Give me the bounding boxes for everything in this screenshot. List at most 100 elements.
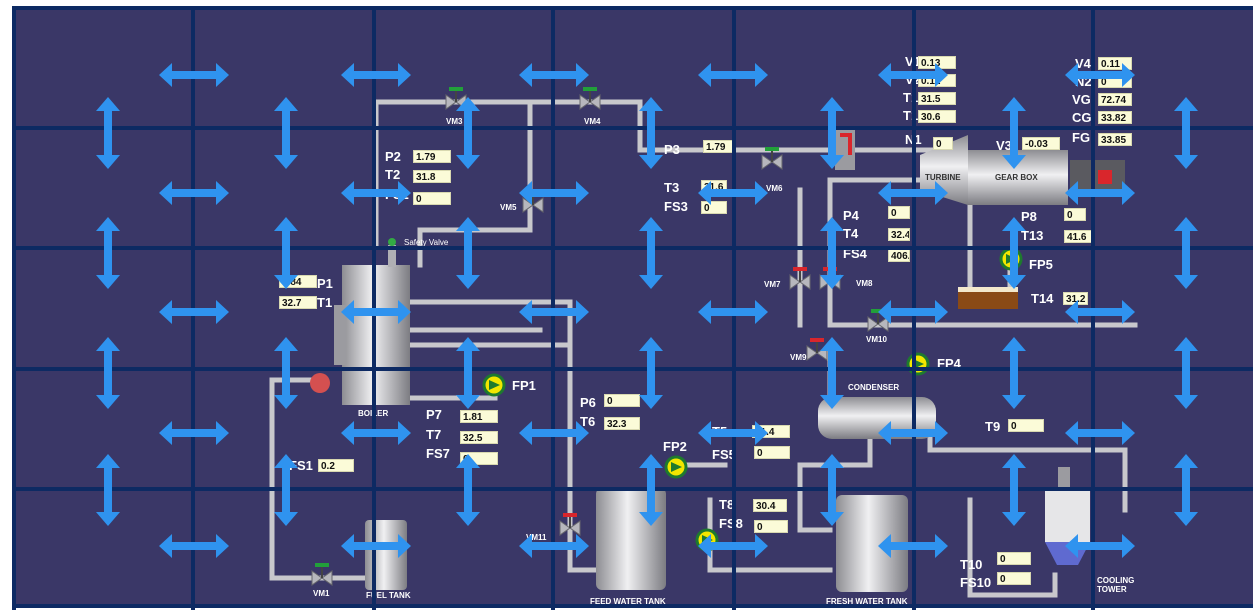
horizontal-resize-arrow-icon[interactable] — [159, 534, 229, 558]
horizontal-resize-arrow-icon[interactable] — [878, 534, 948, 558]
vm4-valve-icon[interactable] — [579, 87, 601, 110]
vertical-resize-arrow-icon[interactable] — [639, 337, 663, 409]
horizontal-resize-arrow-icon[interactable] — [698, 181, 768, 205]
vm1-valve-icon[interactable] — [311, 563, 333, 586]
fs7-label: FS7 — [426, 446, 450, 461]
vertical-resize-arrow-icon[interactable] — [96, 97, 120, 169]
feed-water-tank-label: FEED WATER TANK — [590, 597, 666, 606]
horizontal-resize-arrow-icon[interactable] — [341, 181, 411, 205]
vertical-resize-arrow-icon[interactable] — [1174, 454, 1198, 526]
p1-label: P1 — [317, 276, 333, 291]
vertical-resize-arrow-icon[interactable] — [96, 337, 120, 409]
vertical-resize-arrow-icon[interactable] — [639, 217, 663, 289]
cooling-tower-fan — [1058, 467, 1070, 489]
horizontal-resize-arrow-icon[interactable] — [698, 63, 768, 87]
fresh-water-tank-label: FRESH WATER TANK — [826, 597, 908, 606]
vertical-resize-arrow-icon[interactable] — [456, 454, 480, 526]
horizontal-resize-arrow-icon[interactable] — [519, 181, 589, 205]
horizontal-resize-arrow-icon[interactable] — [878, 300, 948, 324]
vertical-resize-arrow-icon[interactable] — [639, 454, 663, 526]
horizontal-resize-arrow-icon[interactable] — [159, 63, 229, 87]
vertical-resize-arrow-icon[interactable] — [1002, 97, 1026, 169]
vertical-resize-arrow-icon[interactable] — [820, 217, 844, 289]
horizontal-resize-arrow-icon[interactable] — [159, 421, 229, 445]
fg-value: 33.85 — [1098, 133, 1132, 146]
horizontal-resize-arrow-icon[interactable] — [341, 63, 411, 87]
horizontal-resize-arrow-icon[interactable] — [159, 300, 229, 324]
horizontal-resize-arrow-icon[interactable] — [1065, 421, 1135, 445]
horizontal-resize-arrow-icon[interactable] — [519, 63, 589, 87]
vertical-resize-arrow-icon[interactable] — [820, 337, 844, 409]
vertical-resize-arrow-icon[interactable] — [1174, 97, 1198, 169]
t7-label: T7 — [426, 427, 442, 442]
vertical-resize-arrow-icon[interactable] — [1174, 217, 1198, 289]
p8-value: 0 — [1064, 208, 1086, 221]
vertical-resize-arrow-icon[interactable] — [820, 97, 844, 169]
t2-label: T2 — [385, 167, 401, 182]
vm6-valve-icon[interactable] — [761, 147, 783, 170]
horizontal-resize-arrow-icon[interactable] — [698, 534, 768, 558]
turbine-label: TURBINE — [925, 173, 961, 182]
horizontal-resize-arrow-icon[interactable] — [341, 300, 411, 324]
p4-value: 0 — [888, 206, 910, 219]
horizontal-resize-arrow-icon[interactable] — [1065, 534, 1135, 558]
vertical-resize-arrow-icon[interactable] — [1174, 337, 1198, 409]
horizontal-resize-arrow-icon[interactable] — [519, 534, 589, 558]
cooling-tower-label: COOLING TOWER — [1097, 576, 1135, 594]
fs5-label: FS5 — [712, 447, 736, 462]
vertical-resize-arrow-icon[interactable] — [274, 217, 298, 289]
t8-value: 30.4 — [753, 499, 787, 512]
vertical-resize-arrow-icon[interactable] — [456, 337, 480, 409]
vertical-resize-arrow-icon[interactable] — [1002, 454, 1026, 526]
safety-valve-label: Safety Valve — [404, 238, 449, 247]
horizontal-resize-arrow-icon[interactable] — [519, 421, 589, 445]
horizontal-resize-arrow-icon[interactable] — [1065, 63, 1135, 87]
horizontal-resize-arrow-icon[interactable] — [341, 421, 411, 445]
vertical-resize-arrow-icon[interactable] — [274, 337, 298, 409]
t6-label: T6 — [580, 414, 596, 429]
fs8-label: FS8 — [719, 516, 743, 531]
vertical-resize-arrow-icon[interactable] — [274, 454, 298, 526]
p4-label: P4 — [843, 208, 859, 223]
fg-label: FG — [1072, 130, 1091, 145]
vertical-resize-arrow-icon[interactable] — [820, 454, 844, 526]
cg-label: CG — [1072, 110, 1092, 125]
hotwell-tank — [958, 287, 1018, 309]
t12-value: 30.6 — [918, 110, 956, 123]
horizontal-resize-arrow-icon[interactable] — [1065, 181, 1135, 205]
safety-valve-stack — [388, 245, 396, 267]
vertical-resize-arrow-icon[interactable] — [96, 217, 120, 289]
p7-label: P7 — [426, 407, 442, 422]
vertical-resize-arrow-icon[interactable] — [274, 97, 298, 169]
fuel-burner-icon — [310, 373, 330, 393]
horizontal-resize-arrow-icon[interactable] — [1065, 300, 1135, 324]
vm10-valve-icon[interactable] — [867, 309, 889, 332]
generator-body — [1070, 160, 1125, 194]
p8-label: P8 — [1021, 209, 1037, 224]
horizontal-resize-arrow-icon[interactable] — [519, 300, 589, 324]
horizontal-resize-arrow-icon[interactable] — [341, 534, 411, 558]
horizontal-resize-arrow-icon[interactable] — [698, 421, 768, 445]
vertical-resize-arrow-icon[interactable] — [1002, 337, 1026, 409]
fuel-tank-label: FUEL TANK — [366, 591, 411, 600]
vertical-resize-arrow-icon[interactable] — [96, 454, 120, 526]
horizontal-resize-arrow-icon[interactable] — [878, 421, 948, 445]
horizontal-resize-arrow-icon[interactable] — [159, 181, 229, 205]
vertical-resize-arrow-icon[interactable] — [639, 97, 663, 169]
fs3-value: 0 — [701, 201, 727, 214]
inlet-valve-handle — [840, 133, 852, 155]
vertical-resize-arrow-icon[interactable] — [456, 217, 480, 289]
vertical-resize-arrow-icon[interactable] — [456, 97, 480, 169]
vertical-resize-arrow-icon[interactable] — [1002, 217, 1026, 289]
vm9-label: VM9 — [790, 353, 807, 362]
vm7-valve-icon[interactable] — [789, 267, 811, 290]
fs1-value: 0.2 — [318, 459, 354, 472]
hotwell-surface — [958, 287, 1018, 292]
horizontal-resize-arrow-icon[interactable] — [878, 63, 948, 87]
vm11-label: VM11 — [526, 533, 547, 542]
t11-value: 31.5 — [918, 92, 956, 105]
horizontal-resize-arrow-icon[interactable] — [878, 181, 948, 205]
horizontal-resize-arrow-icon[interactable] — [698, 300, 768, 324]
vg-value: 72.74 — [1098, 93, 1132, 106]
vm11-valve-icon[interactable] — [559, 513, 581, 536]
